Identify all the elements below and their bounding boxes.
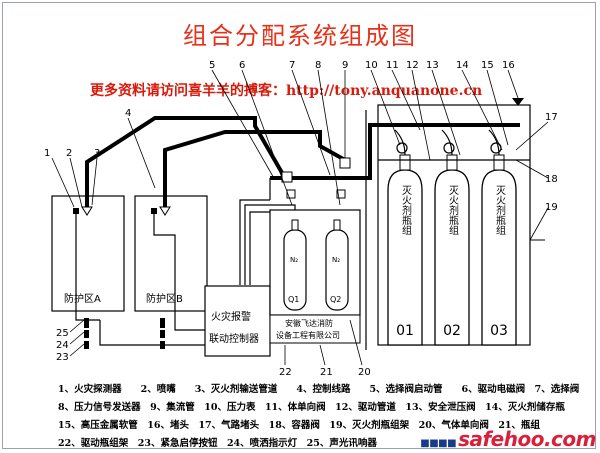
callout-2: 2 xyxy=(66,148,72,159)
callout-15: 15 xyxy=(481,60,494,71)
pipe-to-zone-a xyxy=(85,116,287,207)
zone-a-box xyxy=(51,195,125,312)
callout-7: 7 xyxy=(289,60,295,71)
zone-b-box xyxy=(134,195,208,312)
n2-bottle-1: N₂ Q1 xyxy=(283,219,307,311)
agent-cylinder-3: 灭火剂瓶组 03 xyxy=(481,154,517,346)
cyl-num-3: 03 xyxy=(490,323,508,339)
callout-19: 19 xyxy=(545,202,558,213)
watermark: ■■■■safehoo.com xyxy=(420,427,596,451)
cyl-text-2: 灭火剂瓶组 xyxy=(447,185,459,235)
diagram-title: 组合分配系统组成图 xyxy=(183,22,417,50)
watermark-dots: ■■■■ xyxy=(420,438,457,449)
callout-6: 6 xyxy=(239,60,245,71)
n2-bottle-2: N₂ Q2 xyxy=(325,219,349,311)
callout-5: 5 xyxy=(209,60,215,71)
n2-gas-2: N₂ xyxy=(332,256,340,264)
agent-cylinder-1: 灭火剂瓶组 01 xyxy=(387,154,423,346)
legend-row-3: 15、高压金属软管 16、堵头 17、气路堵头 18、容器阀 19、灭火剂瓶组架… xyxy=(58,420,541,431)
callout-3: 3 xyxy=(94,148,100,159)
company-box xyxy=(269,314,361,344)
callout-20: 20 xyxy=(358,367,371,378)
callout-10: 10 xyxy=(365,60,378,71)
legend-row-2: 8、压力信号发送器 9、集流管 10、压力表 11、体单向阀 12、驱动管道 1… xyxy=(58,402,565,413)
zone-a-label: 防护区A xyxy=(64,292,101,305)
callout-12: 12 xyxy=(406,60,419,71)
callout-16: 16 xyxy=(502,60,515,71)
manifold xyxy=(270,123,520,180)
callout-21: 21 xyxy=(320,367,333,378)
callout-11: 11 xyxy=(386,60,399,71)
callout-1: 1 xyxy=(44,148,50,159)
company-line2: 设备工程有限公司 xyxy=(276,330,340,340)
zone-b-label: 防护区B xyxy=(146,292,183,305)
promo-text: 更多资料请访问喜羊羊的搏客：http://tony.anquanone.cn xyxy=(90,83,483,99)
callout-24: 24 xyxy=(56,340,69,351)
company-line1: 安徽飞达消防 xyxy=(285,318,333,328)
n2-gas-1: N₂ xyxy=(290,256,298,264)
callout-4: 4 xyxy=(125,108,131,119)
callout-13: 13 xyxy=(426,60,439,71)
callout-8: 8 xyxy=(315,60,321,71)
pipe-to-zone-b xyxy=(163,130,346,207)
callout-9: 9 xyxy=(342,60,348,71)
n2-label-1: Q1 xyxy=(288,295,299,304)
cyl-text-1: 灭火剂瓶组 xyxy=(400,185,412,235)
callout-17: 17 xyxy=(545,112,558,123)
n2-label-2: Q2 xyxy=(330,295,341,304)
legend-row-1: 1、火灾探测器 2、喷嘴 3、灭火剂输送管道 4、控制线路 5、选择阀启动管 6… xyxy=(58,384,580,395)
cyl-text-3: 灭火剂瓶组 xyxy=(494,185,506,235)
alarm-panel xyxy=(204,285,271,357)
cyl-num-2: 02 xyxy=(443,323,461,339)
detector-a xyxy=(73,208,79,214)
legend-row-4: 22、驱动瓶组架 23、紧急启停按钮 24、喷洒指示灯 25、声光讯响器 xyxy=(58,438,377,449)
panel-line2: 联动控制器 xyxy=(209,332,259,345)
callout-14: 14 xyxy=(456,60,469,71)
agent-cylinder-2: 灭火剂瓶组 02 xyxy=(434,154,470,346)
callout-23: 23 xyxy=(56,352,69,363)
detector-b xyxy=(151,208,157,214)
cyl-num-1: 01 xyxy=(396,323,414,339)
panel-line1: 火灾报警 xyxy=(211,310,251,323)
callout-25: 25 xyxy=(56,328,69,339)
callout-22: 22 xyxy=(279,367,292,378)
watermark-text: safehoo.com xyxy=(458,427,596,451)
callout-18: 18 xyxy=(545,174,558,185)
